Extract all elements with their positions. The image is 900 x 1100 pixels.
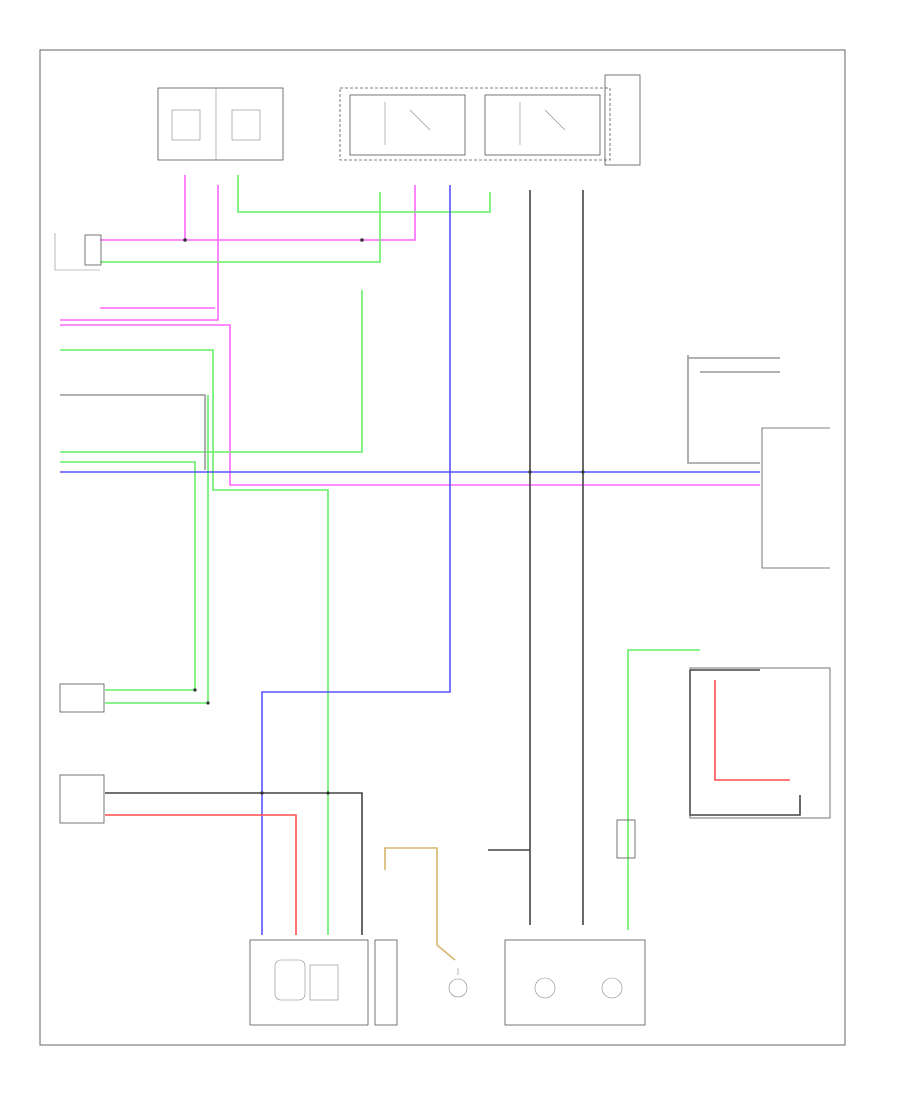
bottom-center-switch xyxy=(448,968,468,998)
wire-blue xyxy=(60,185,760,935)
right-switch-small xyxy=(616,819,636,859)
right-sensor-block xyxy=(689,667,831,819)
wire-gray xyxy=(60,355,780,470)
wire-black xyxy=(105,190,801,935)
top-switch-block xyxy=(339,74,641,166)
left-connector-top xyxy=(54,233,102,271)
bottom-small-block xyxy=(374,939,398,1026)
bottom-motor-block xyxy=(249,939,369,1026)
diagram-frame xyxy=(39,49,846,1046)
left-connector-mid xyxy=(59,683,105,713)
wire-red xyxy=(105,680,790,935)
left-connector-bottom xyxy=(59,774,105,824)
right-ecu-block xyxy=(761,427,830,569)
splice-points xyxy=(183,238,585,795)
wire-pink xyxy=(60,175,760,486)
bottom-pair-block xyxy=(504,939,646,1026)
top-fuse-relay-block xyxy=(157,87,284,161)
wire-green xyxy=(60,175,700,935)
wire-tan xyxy=(384,847,456,961)
